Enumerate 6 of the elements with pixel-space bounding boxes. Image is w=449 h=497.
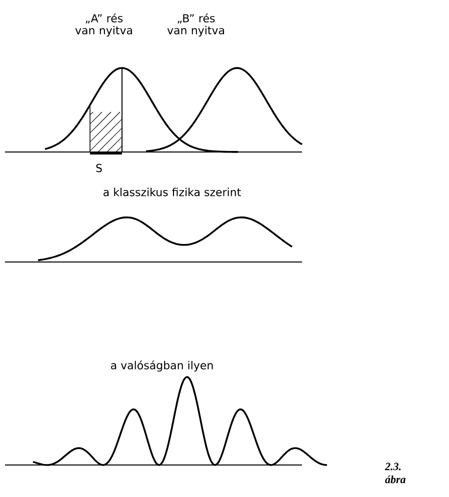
label: „A” rés van nyitva <box>75 13 132 37</box>
label: a klasszikus fizika szerint <box>104 188 241 196</box>
label: a valóságban ilyen <box>111 360 213 372</box>
caption: 2.3. ábra <box>384 462 406 484</box>
label: „B” rés van nyitva <box>167 13 224 37</box>
label: S <box>96 164 102 172</box>
